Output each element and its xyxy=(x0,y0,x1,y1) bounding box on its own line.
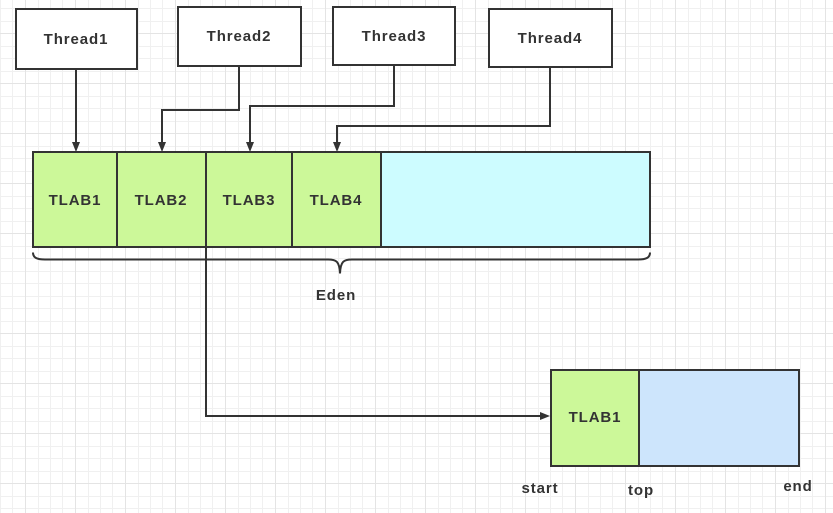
svg-text:TLAB1: TLAB1 xyxy=(49,192,102,209)
svg-text:Thread2: Thread2 xyxy=(207,28,272,45)
svg-text:TLAB1: TLAB1 xyxy=(569,409,622,426)
svg-text:end: end xyxy=(783,478,812,495)
svg-text:Thread4: Thread4 xyxy=(518,30,583,47)
svg-text:top: top xyxy=(628,482,654,499)
svg-text:Thread3: Thread3 xyxy=(362,28,427,45)
svg-text:TLAB3: TLAB3 xyxy=(223,192,276,209)
svg-text:Thread1: Thread1 xyxy=(44,31,109,48)
svg-text:start: start xyxy=(521,480,558,497)
svg-text:Eden: Eden xyxy=(316,287,356,304)
svg-text:TLAB2: TLAB2 xyxy=(135,192,188,209)
svg-text:TLAB4: TLAB4 xyxy=(310,192,363,209)
